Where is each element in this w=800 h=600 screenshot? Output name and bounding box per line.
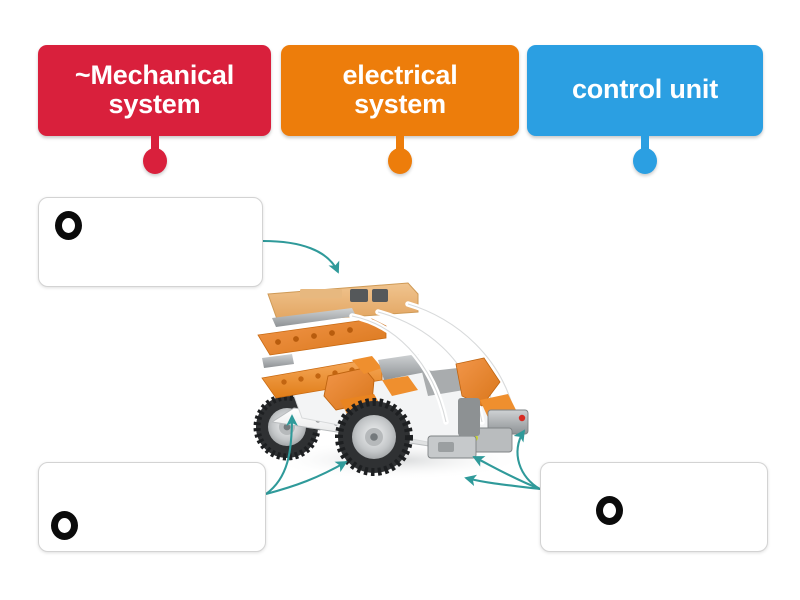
drop-marker-ring-icon: [51, 511, 78, 540]
drop-marker-ring-icon: [55, 211, 82, 240]
label-stem: [150, 136, 159, 154]
label-stem: [641, 136, 649, 154]
label-stem: [396, 136, 404, 154]
drop-zone-bottom-left[interactable]: [38, 462, 266, 552]
label-mechanical-line2: system: [108, 88, 201, 119]
label-knob[interactable]: [142, 148, 167, 174]
label-electrical-line2: system: [354, 88, 446, 119]
arrow-top-left-to-beam: [262, 239, 340, 274]
drop-zone-bottom-right[interactable]: [540, 462, 768, 552]
label-chip-control-unit[interactable]: control unit: [527, 45, 763, 174]
motor-lower: [427, 435, 477, 459]
label-mechanical-line1: ~Mechanical: [74, 59, 235, 90]
front-wheel: [335, 398, 413, 476]
drop-zone-top-left[interactable]: [38, 197, 263, 287]
label-knob[interactable]: [633, 148, 657, 174]
label-chip-mechanical-system[interactable]: ~Mechanical system: [38, 45, 271, 174]
drop-marker-ring-icon: [596, 496, 623, 525]
label-control-line1: control unit: [571, 74, 719, 105]
diagram-image: [232, 272, 552, 487]
label-chip-electrical-system[interactable]: electrical system: [281, 45, 519, 174]
buggy-illustration: [253, 282, 529, 480]
label-knob[interactable]: [388, 148, 412, 174]
label-electrical-line1: electrical: [342, 59, 458, 90]
